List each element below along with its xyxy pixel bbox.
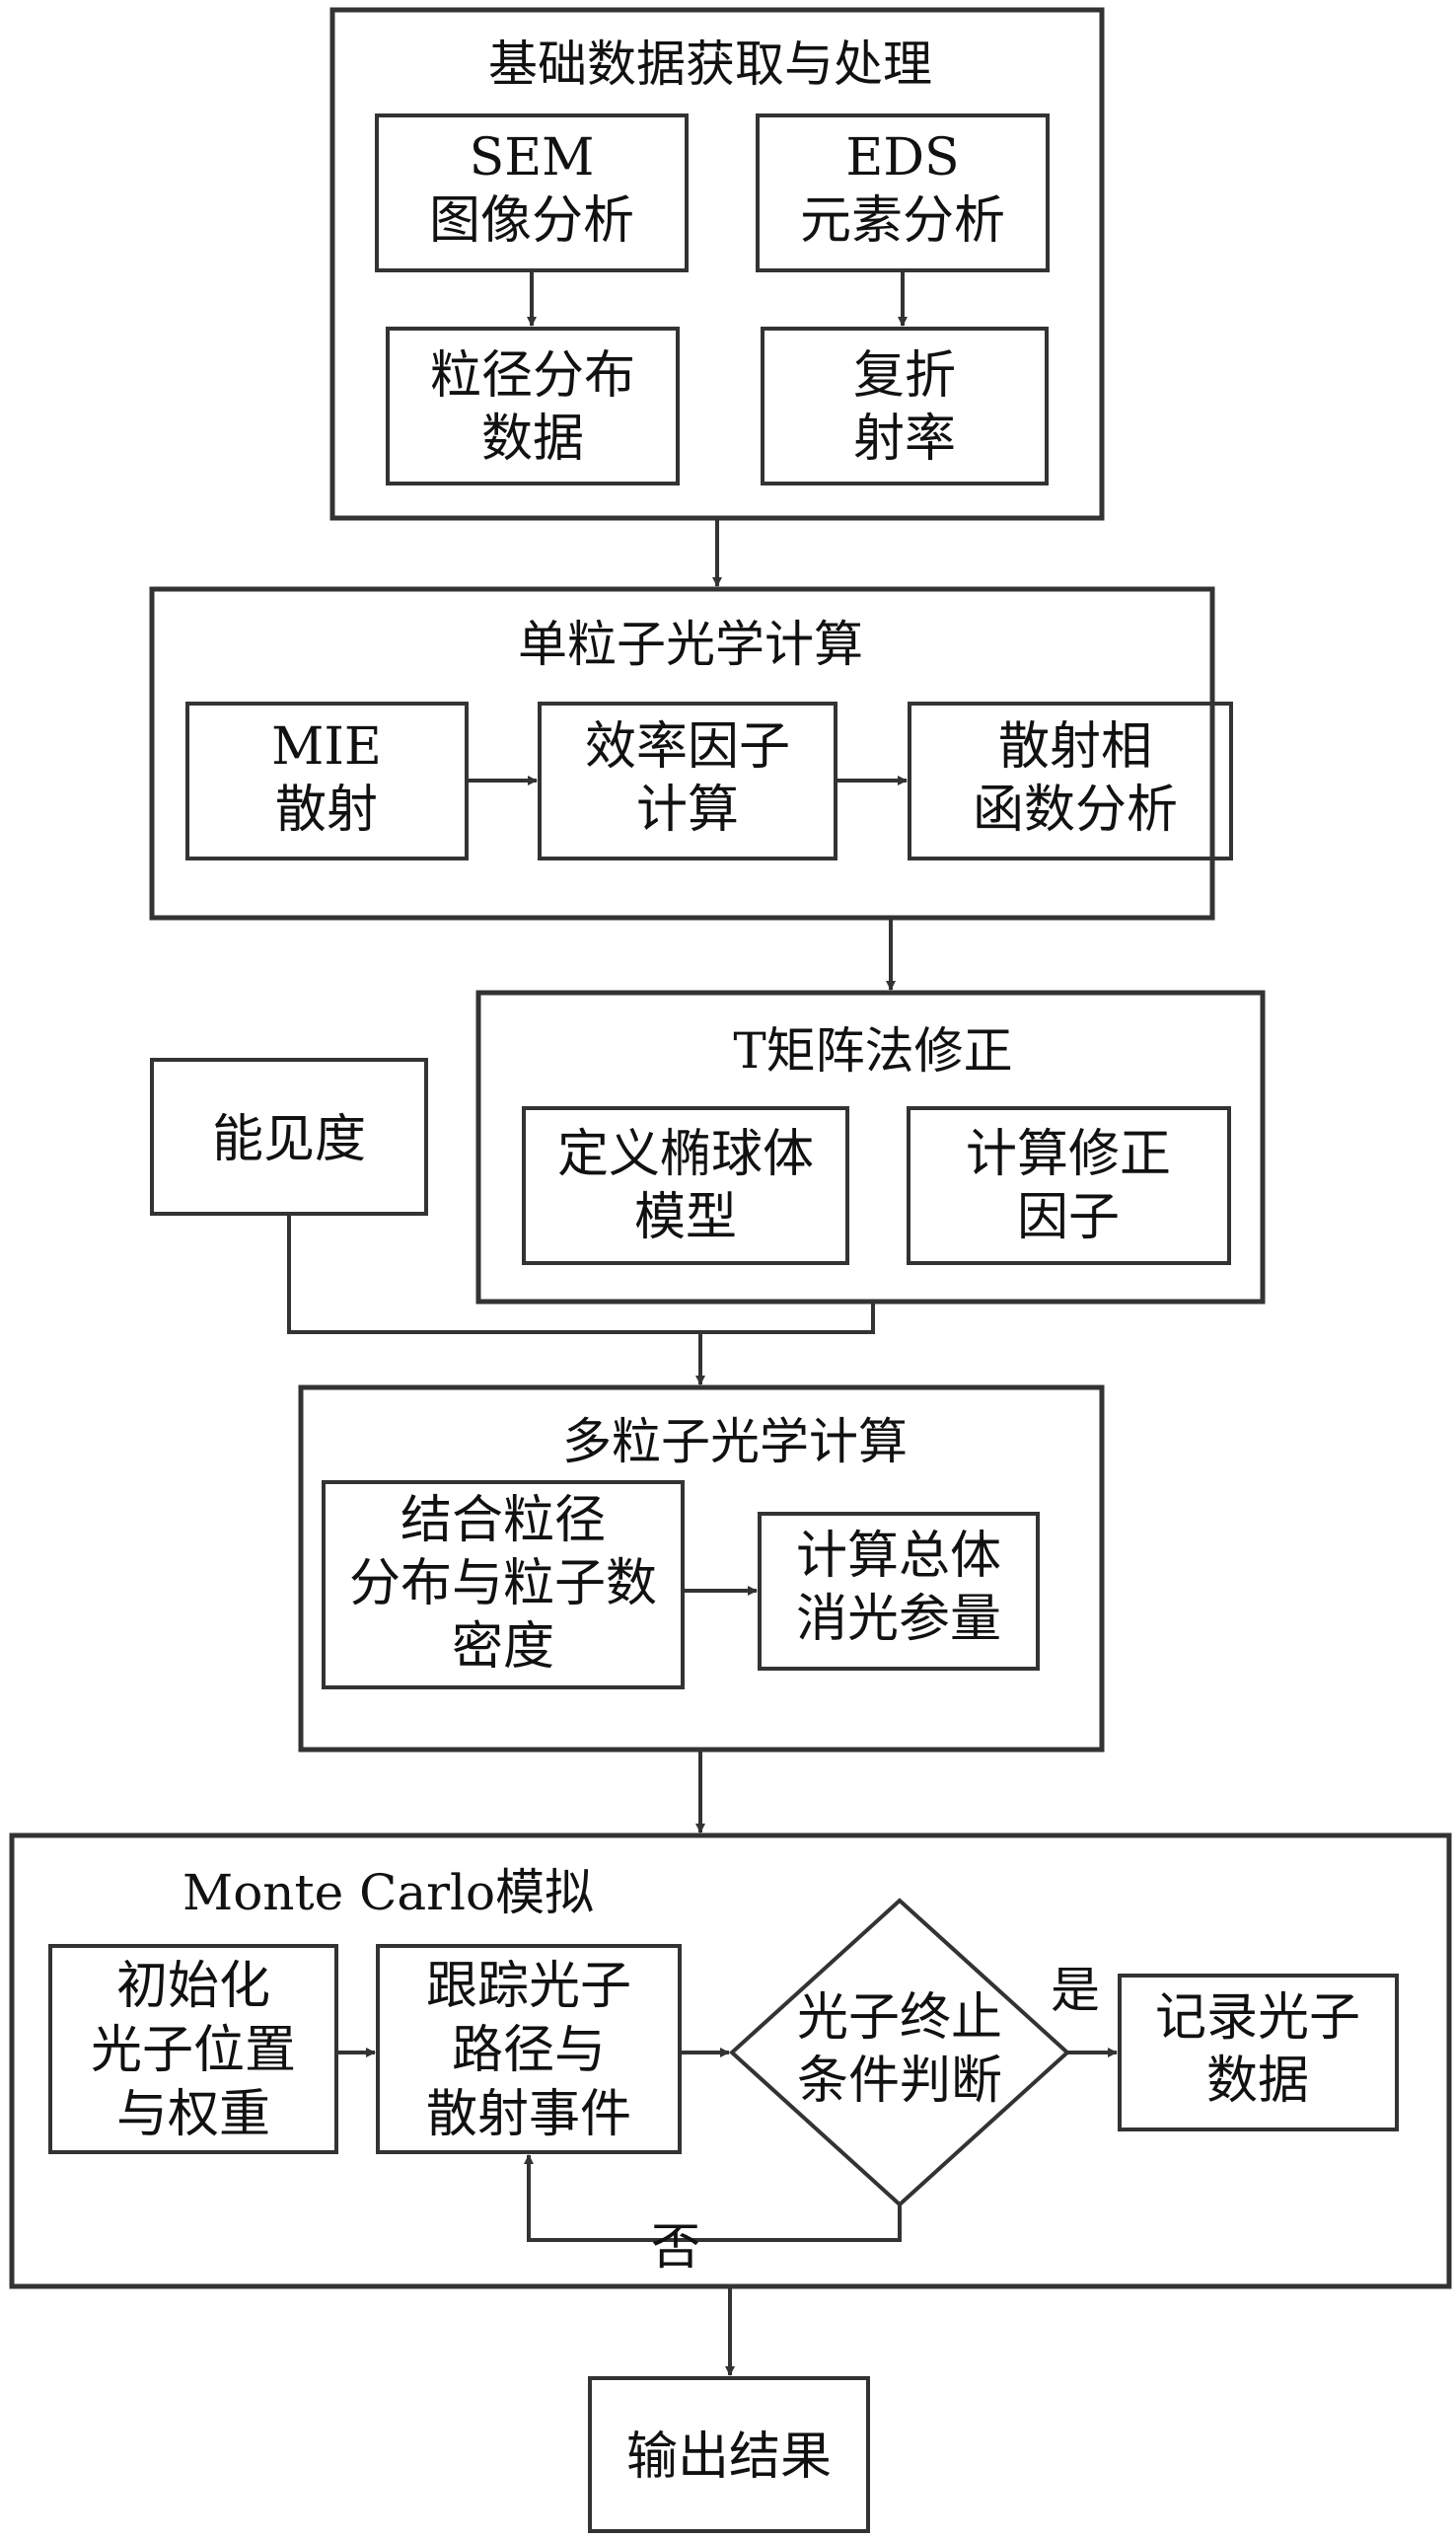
psd-box (386, 327, 680, 485)
visibility-label: 能见度 (212, 1110, 366, 1169)
arrow-no-loop (524, 2154, 902, 2242)
mie-line2: 散射 (275, 781, 378, 840)
phase-function-box (908, 702, 1233, 860)
output-label: 输出结果 (626, 2427, 832, 2487)
eds-line1: EDS (845, 128, 959, 187)
mie-line1: MIE (271, 717, 382, 777)
record-line2: 数据 (1206, 2052, 1309, 2111)
phase-line1: 散射相 (998, 717, 1152, 777)
stage2-container (149, 586, 1215, 921)
output-box (588, 2376, 870, 2533)
correction-line1: 计算修正 (966, 1125, 1171, 1184)
init-line3: 与权重 (116, 2085, 270, 2144)
stage1-title: 基础数据获取与处理 (488, 36, 932, 93)
phase-line2: 函数分析 (973, 781, 1178, 840)
track-line2: 路径与 (452, 2021, 606, 2080)
sem-line2: 图像分析 (429, 191, 634, 251)
init-line1: 初始化 (116, 1957, 270, 2016)
yes-label: 是 (1051, 1962, 1100, 2019)
combine-line1: 结合粒径 (400, 1491, 606, 1550)
stage3-title: T矩阵法修正 (733, 1022, 1012, 1080)
visibility-connector (287, 1214, 875, 1334)
stage2-title: 单粒子光学计算 (518, 616, 863, 673)
track-line3: 散射事件 (426, 2085, 631, 2144)
judge-line2: 条件判断 (797, 2052, 1002, 2111)
init-line2: 光子位置 (91, 2021, 296, 2080)
judge-line1: 光子终止 (797, 1988, 1002, 2048)
stage5-title: Monte Carlo模拟 (182, 1864, 594, 1921)
init-box (48, 1944, 338, 2154)
record-line1: 记录光子 (1155, 1988, 1360, 2048)
stage4-title: 多粒子光学计算 (562, 1413, 908, 1470)
sem-line1: SEM (470, 128, 595, 187)
combine-box (322, 1480, 685, 1689)
track-line1: 跟踪光子 (426, 1957, 631, 2016)
total-line1: 计算总体 (796, 1527, 1001, 1586)
combine-line3: 密度 (452, 1617, 554, 1677)
no-label: 否 (651, 2218, 700, 2276)
correction-box (907, 1106, 1231, 1265)
eff-line1: 效率因子 (585, 717, 790, 777)
ellipsoid-line2: 模型 (634, 1188, 737, 1247)
psd-line1: 粒径分布 (430, 346, 635, 406)
stage3-container (475, 990, 1266, 1305)
record-box (1118, 1974, 1399, 2131)
total-extinction-box (758, 1512, 1040, 1671)
correction-line2: 因子 (1017, 1188, 1120, 1247)
psd-line2: 数据 (481, 410, 584, 469)
ellipsoid-line1: 定义椭球体 (557, 1125, 814, 1184)
track-box (376, 1944, 682, 2154)
refractive-index-box (761, 327, 1049, 485)
combine-line2: 分布与粒子数 (349, 1554, 657, 1613)
refr-line2: 射率 (853, 410, 956, 469)
eds-line2: 元素分析 (800, 191, 1005, 251)
ellipsoid-box (522, 1106, 849, 1265)
eff-line2: 计算 (636, 781, 739, 840)
refr-line1: 复折 (853, 346, 956, 406)
total-line2: 消光参量 (796, 1590, 1001, 1649)
